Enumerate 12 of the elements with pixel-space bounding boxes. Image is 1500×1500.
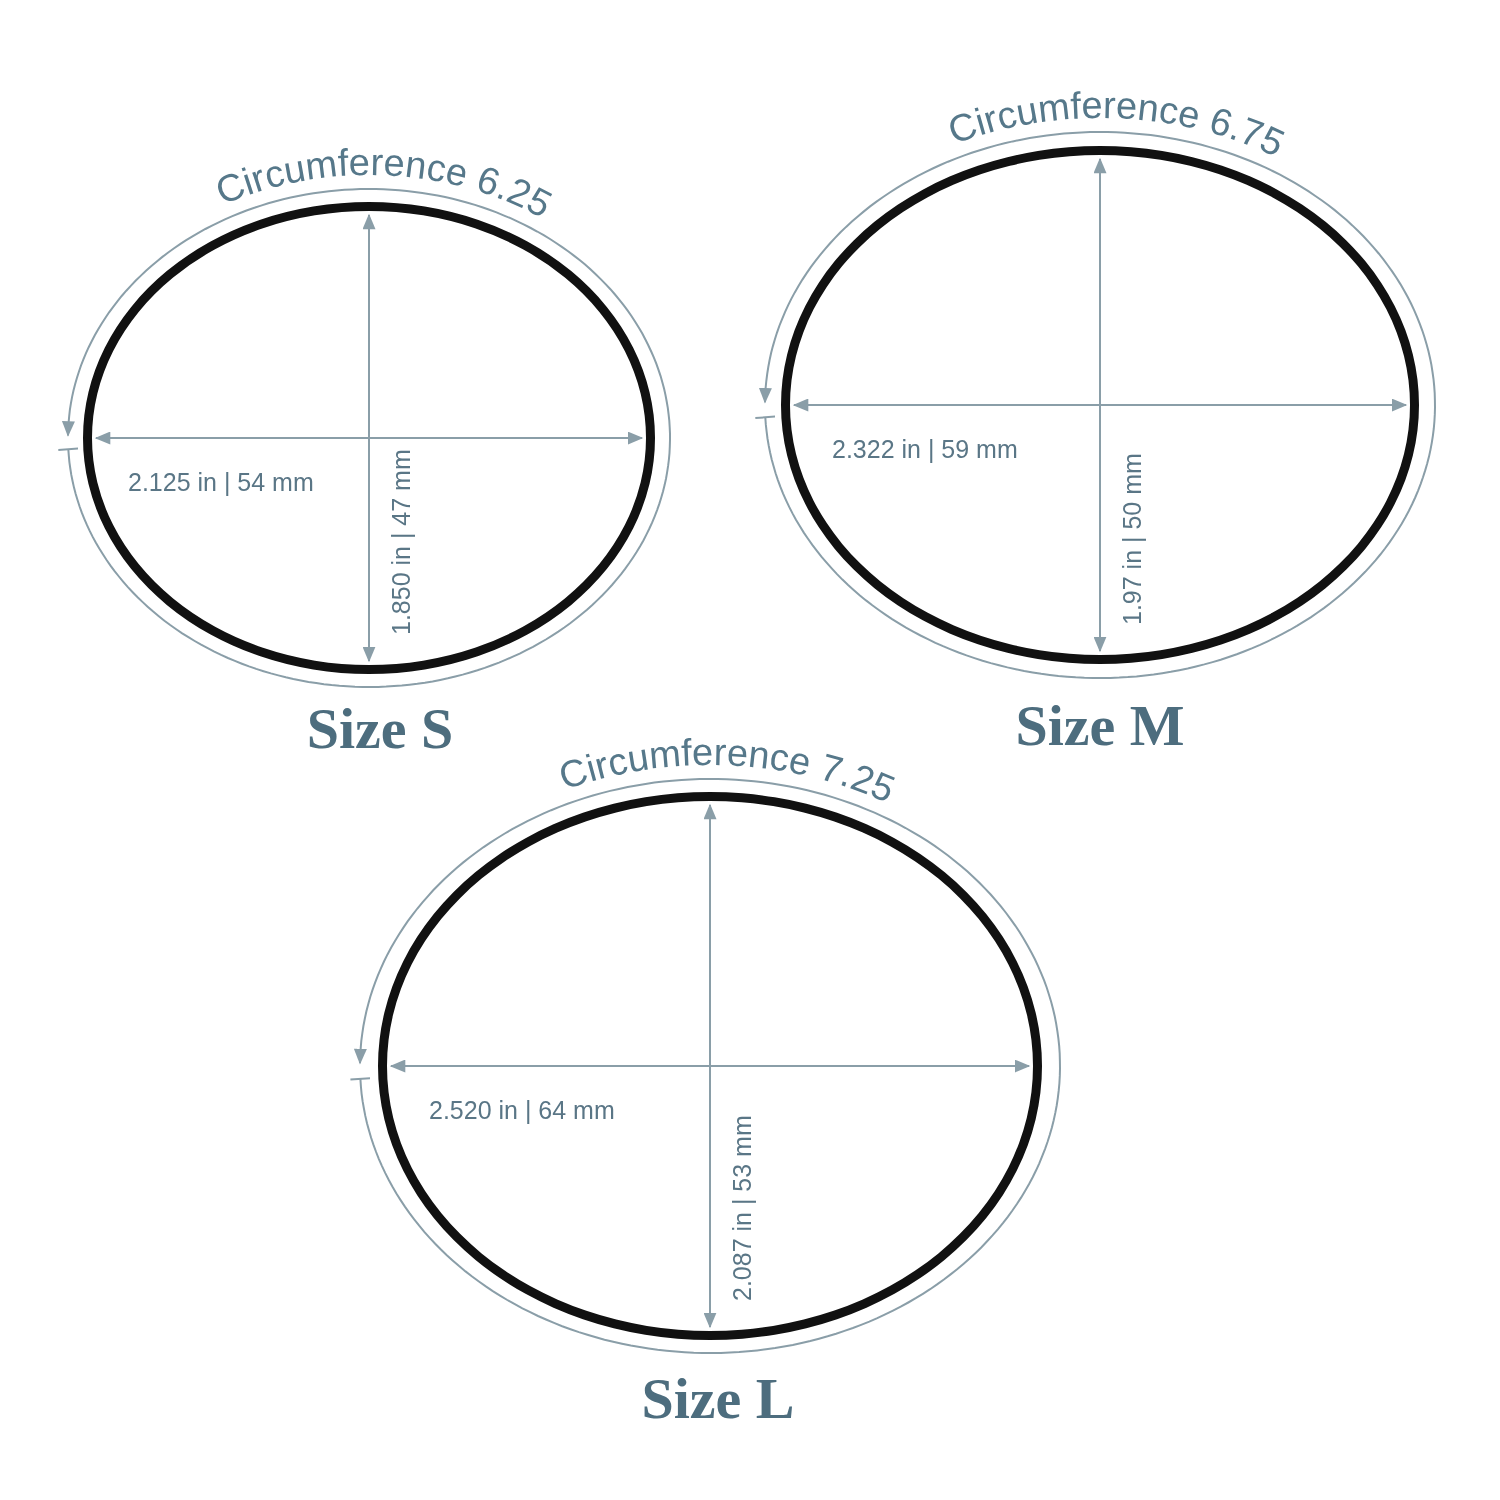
size-title: Size S [306, 700, 454, 758]
height-dimension: 1.97 in | 50 mm [1120, 453, 1145, 625]
width-dimension: 2.125 in | 54 mm [128, 470, 314, 495]
height-dimension: 1.850 in | 47 mm [389, 449, 414, 635]
size-title: Size L [641, 1370, 795, 1428]
circumference-label: Circumference 7.25 [553, 730, 901, 811]
circumference-label: Circumference 6.75 [942, 83, 1291, 165]
width-dimension: 2.520 in | 64 mm [429, 1098, 615, 1123]
size-title: Size M [1015, 697, 1185, 755]
height-dimension: 2.087 in | 53 mm [730, 1115, 755, 1301]
circumference-label: Circumference 6.25 [209, 140, 559, 226]
width-dimension: 2.322 in | 59 mm [832, 437, 1018, 462]
